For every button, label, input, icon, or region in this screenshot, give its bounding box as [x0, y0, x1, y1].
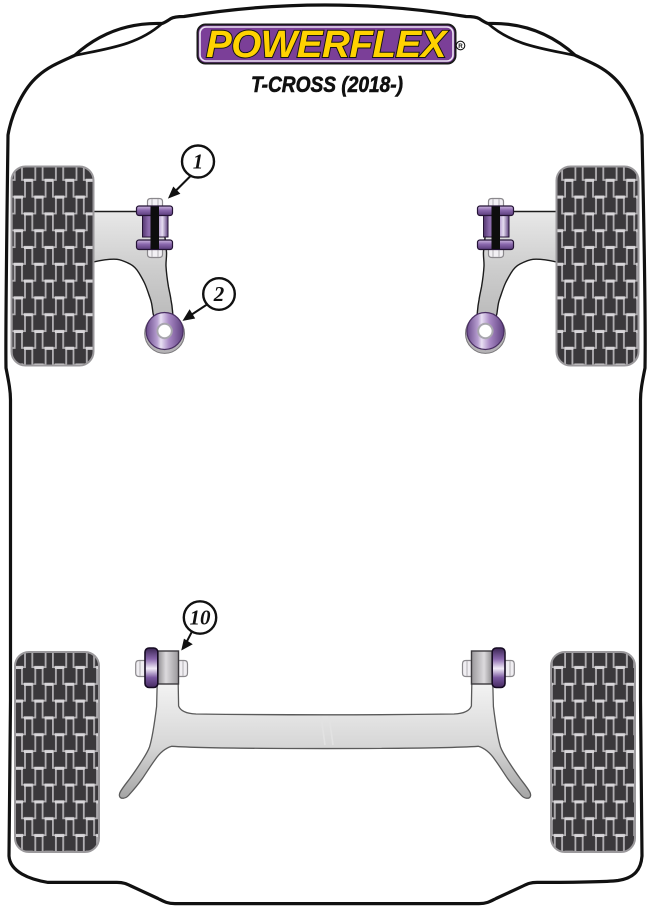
svg-text:POWERFLEX: POWERFLEX: [206, 24, 449, 66]
svg-text:T-CROSS (2018-): T-CROSS (2018-): [251, 72, 403, 97]
svg-text:R: R: [458, 43, 463, 50]
svg-text:1: 1: [193, 150, 204, 174]
svg-text:10: 10: [190, 606, 212, 630]
svg-text:2: 2: [213, 282, 225, 306]
